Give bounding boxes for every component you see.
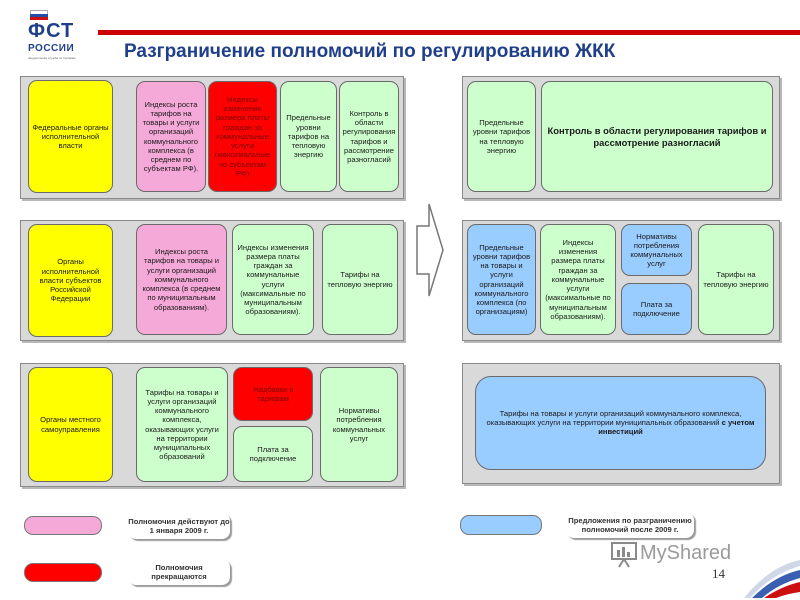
page-title: Разграничение полномочий по регулировани…: [124, 41, 616, 62]
legend-blue-swatch: [460, 515, 542, 535]
watermark: MyShared: [610, 538, 760, 574]
after-heat-tariffs: Тарифы на тепловую энергию: [698, 224, 774, 335]
after-utility-tariffs-with-investments: Тарифы на товары и услуги организаций ко…: [475, 376, 766, 470]
federal-tariff-control: Контроль в области регулирования тарифов…: [339, 81, 399, 192]
logo-flag-icon: [30, 10, 48, 20]
municipal-utility-tariffs: Тарифы на товары и услуги организаций ко…: [136, 367, 228, 482]
logo-line1: ФСТ: [28, 20, 75, 42]
municipal-connection-fee: Плата за подключение: [233, 426, 313, 482]
after-heat-tariff-limits: Предельные уровни тарифов на тепловую эн…: [467, 81, 536, 192]
municipal-consumption-norms: Нормативы потребления коммунальных услуг: [320, 367, 398, 482]
regional-heat-tariffs: Тарифы на тепловую энергию: [322, 224, 398, 335]
slide-number: 14: [712, 566, 725, 581]
legend-red-text: Полномочия прекращаются: [128, 559, 230, 585]
legend-pink-text: Полномочия действуют до 1 января 2009 г.: [128, 513, 230, 539]
regional-payment-change-index: Индексы изменения размера платы граждан …: [232, 224, 314, 335]
watermark-text: MyShared: [640, 542, 732, 564]
after-payment-change-index: Индексы изменения размера платы граждан …: [540, 224, 616, 335]
federal-payment-change-index: Индексы изменения размера платы граждан …: [208, 81, 277, 192]
legend-blue-text: Предложения по разграничению полномочий …: [566, 512, 694, 538]
federal-heat-tariff-limits: Предельные уровни тарифов на тепловую эн…: [280, 81, 337, 192]
regional-tariff-growth-index: Индексы роста тарифов на товары и услуги…: [136, 224, 227, 335]
level-federal: Федеральные органы исполнительной власти: [28, 80, 113, 193]
after-consumption-norms: Нормативы потребления коммунальных услуг: [621, 224, 692, 276]
after-utility-tariffs-bold: с учетом инвестиций: [598, 418, 755, 437]
flag-swoosh-icon: [744, 560, 800, 598]
after-utility-tariffs-text: Тарифы на товары и услуги организаций ко…: [486, 409, 742, 428]
transition-arrow-icon: [416, 203, 444, 297]
after-utility-tariff-limits: Предельные уровни тарифов на товары и ус…: [467, 224, 536, 335]
legend-red-swatch: [24, 563, 102, 582]
presentation-icon: [611, 542, 637, 568]
logo: ФСТ РОССИИ федеральная служба по тарифам: [16, 2, 98, 66]
after-connection-fee: Плата за подключение: [621, 283, 692, 335]
header-red-stripe: [98, 30, 800, 35]
legend-pink-swatch: [24, 516, 102, 535]
federal-tariff-growth-index: Индексы роста тарифов на товары и услуги…: [136, 81, 206, 192]
logo-tagline: федеральная служба по тарифам: [28, 56, 76, 60]
level-municipal: Органы местного самоуправления: [28, 367, 113, 482]
municipal-tariff-surcharges: Надбавки к тарифам: [233, 367, 313, 421]
logo-line2: РОССИИ: [28, 43, 75, 54]
level-regional: Органы исполнительной власти субъектов Р…: [28, 224, 113, 337]
after-tariff-control: Контроль в области регулирования тарифов…: [541, 81, 773, 192]
